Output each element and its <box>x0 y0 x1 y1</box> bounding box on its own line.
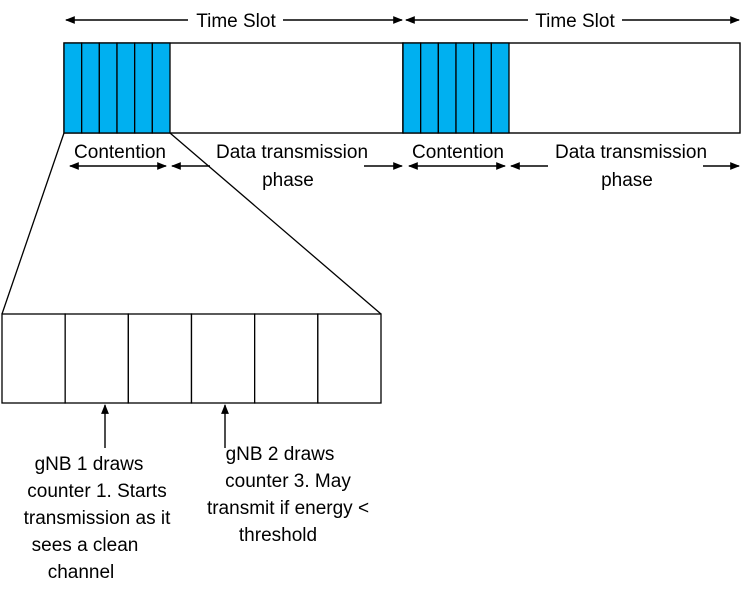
contention-subslot-1-1 <box>63 42 83 134</box>
annotation-gnb1-line: transmission as it <box>24 508 171 529</box>
annotation-gnb1-line: channel <box>48 562 115 583</box>
zoom-line-left <box>1 132 65 315</box>
zoom-counter-cell-5 <box>254 313 319 404</box>
contention-subslot-2-3 <box>437 42 457 134</box>
contention-subslot-1-3 <box>98 42 118 134</box>
zoomed-contention-window <box>1 313 382 404</box>
time-slot-1-data-label-line2: phase <box>262 170 314 191</box>
time-slot-1: Time Slot Contention Data transmission p… <box>63 11 404 191</box>
annotation-gnb2-line: transmit if energy < <box>207 498 369 519</box>
contention-subslot-2-2 <box>420 42 439 134</box>
time-slot-2-data-label-line1: Data transmission <box>555 142 707 163</box>
annotation-gnb1: gNB 1 draws counter 1. Starts transmissi… <box>24 454 171 583</box>
time-slot-1-data-label-line1: Data transmission <box>216 142 368 163</box>
contention-subslot-1-5 <box>134 42 153 134</box>
time-slot-2-data-label-line2: phase <box>601 170 653 191</box>
zoom-line-right <box>169 132 382 315</box>
time-slot-2-contention-subslots <box>402 42 510 134</box>
annotation-gnb1-line: counter 1. Starts <box>27 481 166 502</box>
time-slot-1-label: Time Slot <box>196 11 276 32</box>
annotation-gnb2: gNB 2 draws counter 3. May transmit if e… <box>207 444 369 546</box>
annotation-gnb2-line: counter 3. May <box>225 471 351 492</box>
time-slot-2-contention-label: Contention <box>412 142 504 163</box>
zoom-counter-cell-4 <box>190 313 256 404</box>
zoom-counter-cell-3 <box>127 313 193 404</box>
time-slot-2: Time Slot Contention Data transmission p… <box>402 11 741 191</box>
time-slot-2-label: Time Slot <box>535 11 615 32</box>
time-slot-1-contention-subslots <box>63 42 171 134</box>
zoom-counter-cell-1 <box>1 313 66 404</box>
contention-subslot-1-6 <box>151 42 171 134</box>
zoom-counter-cell-2 <box>64 313 129 404</box>
annotation-gnb2-line: threshold <box>239 525 317 546</box>
annotation-gnb1-line: gNB 1 draws <box>35 454 144 475</box>
zoom-counter-cell-6 <box>317 313 382 404</box>
contention-subslot-2-6 <box>490 42 510 134</box>
contention-subslot-2-1 <box>402 42 422 134</box>
time-slot-1-contention-label: Contention <box>74 142 166 163</box>
annotation-gnb1-line: sees a clean <box>32 535 139 556</box>
contention-subslot-1-4 <box>116 42 136 134</box>
annotation-gnb2-line: gNB 2 draws <box>226 444 335 465</box>
contention-subslot-2-5 <box>473 42 492 134</box>
contention-subslot-1-2 <box>81 42 100 134</box>
contention-subslot-2-4 <box>455 42 475 134</box>
